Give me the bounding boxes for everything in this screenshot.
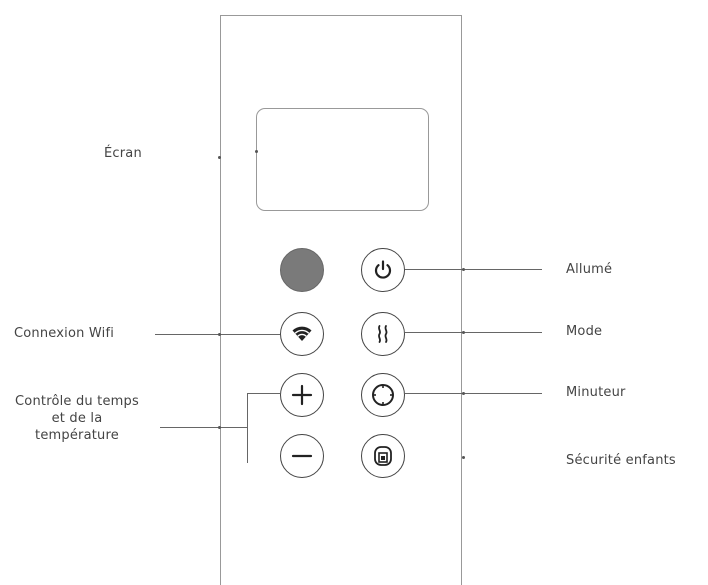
- mode-button[interactable]: [361, 312, 405, 356]
- power-leader-dot: [462, 268, 465, 271]
- minus-icon: [291, 454, 313, 458]
- power-icon: [374, 260, 392, 279]
- wifi-leader-line: [155, 334, 280, 335]
- screen-edge-dot: [255, 150, 258, 153]
- wifi-icon: [292, 326, 312, 341]
- clock-icon: [372, 384, 394, 406]
- timer-button[interactable]: [361, 373, 405, 417]
- power-button[interactable]: [361, 248, 405, 292]
- time-temp-bracket-top: [247, 393, 280, 394]
- wifi-leader-dot: [218, 333, 221, 336]
- label-power: Allumé: [566, 262, 613, 277]
- timer-leader-dot: [462, 392, 465, 395]
- heat-waves-icon: [378, 325, 388, 343]
- plus-icon: [291, 384, 313, 406]
- display-screen: [256, 108, 429, 211]
- lock-icon: [374, 446, 392, 466]
- device-panel: [220, 15, 462, 585]
- plus-button[interactable]: [280, 373, 324, 417]
- mode-leader-line: [405, 332, 542, 333]
- label-wifi: Connexion Wifi: [14, 326, 115, 341]
- child-lock-button[interactable]: [361, 434, 405, 478]
- indicator-light: [280, 248, 324, 292]
- child-lock-leader-dot: [462, 456, 465, 459]
- time-temp-leader-dot: [218, 426, 221, 429]
- screen-leader-dot: [218, 156, 221, 159]
- label-child-lock: Sécurité enfants: [566, 453, 676, 468]
- minus-button[interactable]: [280, 434, 324, 478]
- time-temp-bracket-vertical: [247, 393, 248, 463]
- label-timer: Minuteur: [566, 385, 626, 400]
- label-time-temp: Contrôle du temps et de la température: [15, 394, 139, 443]
- power-leader-line: [405, 269, 542, 270]
- wifi-button[interactable]: [280, 312, 324, 356]
- time-temp-leader-line: [160, 427, 248, 428]
- mode-leader-dot: [462, 331, 465, 334]
- label-mode: Mode: [566, 324, 603, 339]
- timer-leader-line: [405, 393, 542, 394]
- label-screen: Écran: [104, 146, 142, 161]
